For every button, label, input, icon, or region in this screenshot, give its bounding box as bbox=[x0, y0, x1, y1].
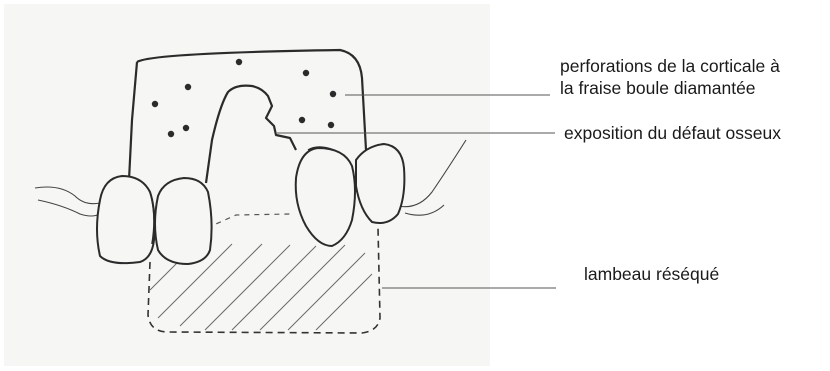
teeth bbox=[97, 144, 404, 264]
gum-line-right bbox=[398, 140, 466, 215]
annotation-exposition: exposition du défaut osseux bbox=[564, 122, 781, 144]
tooth-4 bbox=[356, 144, 404, 223]
tooth-1 bbox=[97, 176, 155, 263]
gum-line-left bbox=[35, 187, 100, 216]
annotation-perforations: perforations de la corticale à la fraise… bbox=[560, 55, 780, 99]
annotation-perforations-line1: perforations de la corticale à bbox=[560, 55, 780, 77]
tooth-2 bbox=[155, 178, 212, 264]
perforation-dots bbox=[152, 59, 336, 137]
tooth-3 bbox=[296, 148, 355, 246]
annotation-perforations-line2: la fraise boule diamantée bbox=[560, 77, 780, 99]
annotation-lambeau: lambeau réséqué bbox=[584, 263, 719, 285]
